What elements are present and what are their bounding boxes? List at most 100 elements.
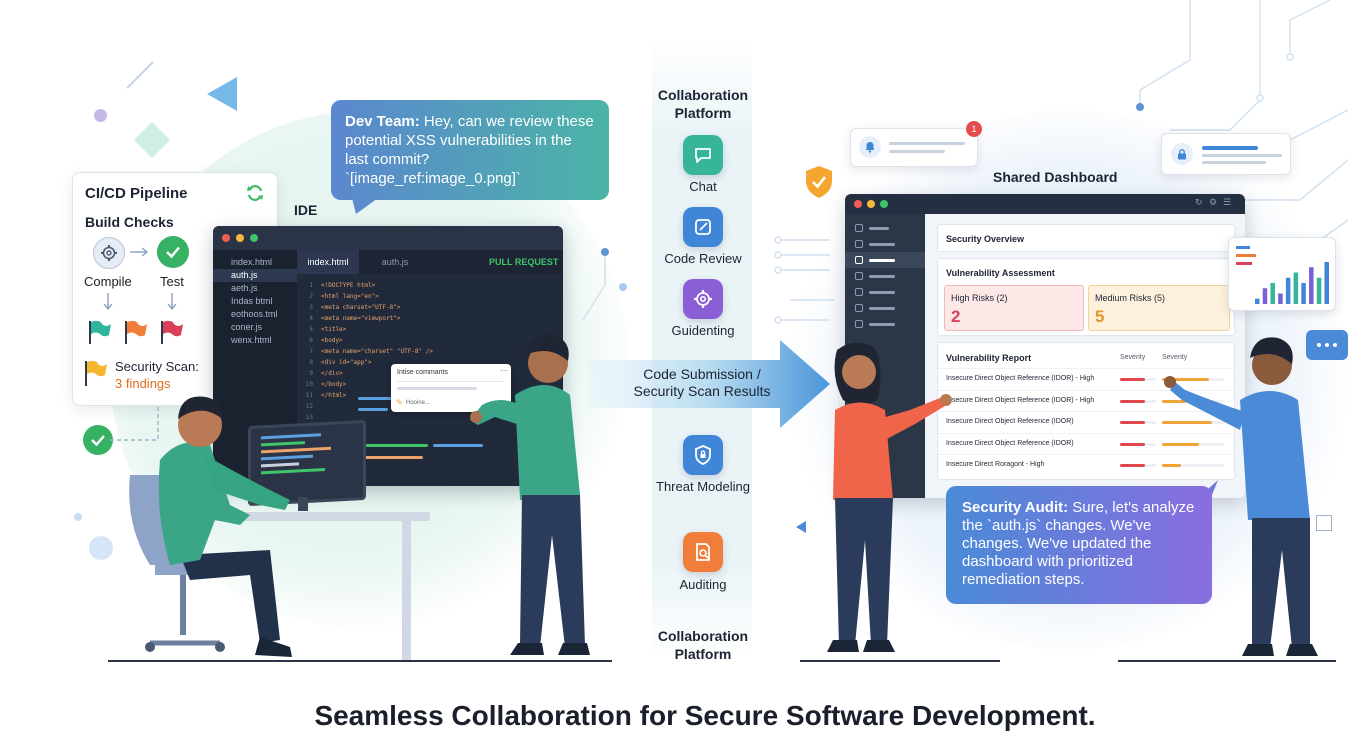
code-review-label: Code Review [664, 251, 742, 266]
developer-standing-illustration [470, 334, 590, 655]
test-step[interactable] [157, 236, 189, 268]
vulnerability-name: Insecure Direct Object Reference (IDOR) … [946, 375, 1095, 382]
file-tree-item[interactable]: auth.js [213, 269, 297, 282]
flag-red-icon [161, 320, 183, 344]
sidebar-item-reports[interactable] [845, 284, 925, 300]
code-highlight [358, 397, 400, 400]
tab-auth-js[interactable]: auth.js [381, 257, 409, 267]
arrow-right-icon [130, 247, 149, 257]
dev-team-message-bubble: Dev Team: Hey, can we review these poten… [331, 100, 609, 200]
table-row[interactable]: Insecure Direct Roragont - High [938, 454, 1234, 476]
flow-arrow-label: Code Submission / Security Scan Results [633, 366, 771, 399]
code-highlight [363, 456, 423, 459]
sidebar-item-logs[interactable] [845, 316, 925, 332]
file-tree-item[interactable]: eothoos.tml [231, 309, 278, 319]
severity-bar [1120, 399, 1146, 403]
medium-risks-label: Medium Risks (5) [1095, 293, 1166, 303]
high-risks-tile[interactable]: High Risks (2) 2 [944, 285, 1084, 331]
vulnerability-report-card: Vulnerability Report Severity Severity I… [937, 342, 1235, 480]
decorative-diamond-icon [134, 122, 170, 158]
window-maximize-button[interactable] [250, 234, 258, 242]
lock-line [1202, 146, 1258, 150]
pull-request-button[interactable]: PULL REQUEST [489, 257, 559, 267]
sidebar-item-users[interactable] [845, 236, 925, 252]
code-editor[interactable]: <!DOCTYPE html> <html lang="en"> <meta c… [321, 282, 433, 399]
flag-yellow-icon [85, 360, 107, 386]
auditing-label: Auditing [679, 577, 727, 592]
code-highlight [358, 444, 428, 447]
desk-leg [402, 521, 411, 661]
security-scan-findings[interactable]: 3 findings [115, 376, 171, 391]
dev-team-sender: Dev Team: [345, 113, 420, 130]
guidenting-label: Guidenting [671, 323, 735, 338]
lock-status-card[interactable] [1161, 133, 1291, 175]
desk-top [210, 512, 430, 521]
table-row[interactable]: Insecure Direct Object Reference (IDOR) … [938, 368, 1234, 390]
vulnerability-name: Insecure Direct Object Reference (IDOR) [946, 418, 1074, 425]
code-highlight [433, 444, 483, 447]
developer-seated-illustration [129, 396, 292, 657]
sidebar-item-dashboard[interactable] [845, 252, 925, 268]
table-row[interactable]: Insecure Direct Object Reference (IDOR) [938, 432, 1234, 455]
decorative-triangle-icon [796, 521, 806, 533]
sidebar-item-settings[interactable] [845, 300, 925, 316]
table-row[interactable]: Insecure Direct Object Reference (IDOR) [938, 411, 1234, 433]
gear-icon[interactable] [683, 279, 723, 319]
vulnerability-report-title: Vulnerability Report [946, 353, 1032, 363]
severity-bar [1120, 464, 1146, 467]
window-minimize-button[interactable] [236, 234, 244, 242]
file-tree-item[interactable]: index.html [231, 257, 273, 267]
refresh-icon[interactable]: ↻ [1195, 197, 1203, 207]
compile-step[interactable] [93, 237, 125, 269]
code-review-icon[interactable] [683, 207, 723, 247]
high-risks-value: 2 [951, 307, 961, 326]
window-minimize-button[interactable] [867, 200, 875, 208]
success-check-icon [83, 425, 113, 455]
floating-chart-card[interactable] [1228, 237, 1336, 311]
flag-orange-icon [125, 320, 147, 344]
mini-chart-bar [1309, 267, 1314, 304]
window-close-button[interactable] [222, 234, 230, 242]
pencil-icon: ✎ [396, 398, 403, 407]
file-tree-item[interactable]: wenx.html [231, 335, 272, 345]
settings-icon[interactable]: ⚙ [1209, 197, 1218, 207]
security-scan-title: Security Scan: [115, 359, 199, 374]
severity-column-header: Severity [1120, 354, 1146, 361]
vulnerability-name: Insecure Direct Object Reference (IDOR) … [946, 396, 1095, 404]
medium-risks-tile[interactable]: Medium Risks (5) 5 [1088, 285, 1230, 331]
sidebar-item-security[interactable] [845, 268, 925, 284]
security-audit-sender: Security Audit: [962, 499, 1069, 516]
mini-chart-bar [1255, 298, 1260, 304]
tab-index-html[interactable]: index.html [297, 250, 359, 274]
bubble-tail [352, 198, 378, 214]
chat-icon[interactable] [683, 135, 723, 175]
mini-chart-bar [1324, 262, 1329, 304]
notification-line [889, 150, 945, 153]
severity-bar [1162, 421, 1212, 424]
lock-line [1202, 154, 1282, 157]
window-close-button[interactable] [854, 200, 862, 208]
file-tree-item[interactable]: Indas btml [231, 296, 273, 306]
flag-green-icon [89, 320, 111, 344]
chart-legend-dot [1236, 262, 1252, 265]
security-overview-card: Security Overview [937, 224, 1235, 252]
window-maximize-button[interactable] [880, 200, 888, 208]
chart-legend-dot [1236, 246, 1250, 249]
dashboard-titlebar: ↻ ⚙ ☰ [845, 194, 1245, 214]
file-tree-item[interactable]: aeth.js [231, 283, 258, 293]
vulnerability-name: Insecure Direct Roragont - High [946, 461, 1045, 468]
more-icon[interactable]: ⋯ [500, 366, 508, 375]
notification-card[interactable] [850, 128, 978, 167]
lock-line [1202, 161, 1266, 164]
sidebar-item-home[interactable] [845, 220, 925, 236]
lock-icon [1171, 143, 1193, 165]
ide-titlebar [213, 226, 563, 250]
dev-team-message: Hey, can we review these potential XSS v… [345, 113, 594, 187]
refresh-icon[interactable] [245, 183, 265, 203]
decorative-line [126, 61, 154, 89]
shield-lock-icon[interactable] [683, 435, 723, 475]
menu-icon[interactable]: ☰ [1223, 197, 1232, 207]
vulnerability-assessment-card: Vulnerability Assessment High Risks (2) … [937, 258, 1235, 336]
audit-document-icon[interactable] [683, 532, 723, 572]
file-tree-item[interactable]: coner.js [231, 322, 263, 332]
